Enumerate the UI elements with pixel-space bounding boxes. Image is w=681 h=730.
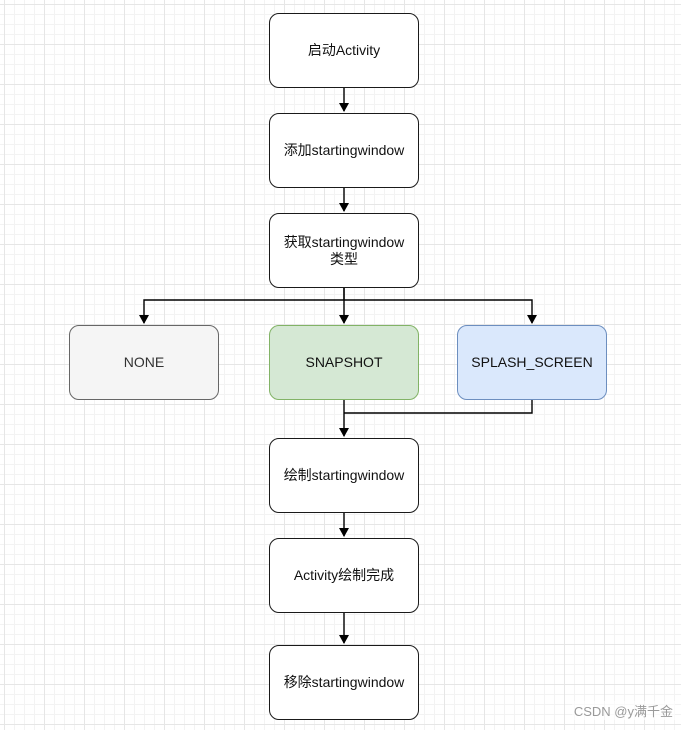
node-none: NONE [69,325,219,400]
node-remove-startingwindow: 移除startingwindow [269,645,419,720]
node-none-label: NONE [123,354,165,370]
node-activity-drawn: Activity绘制完成 [269,538,419,613]
node-remove-startingwindow-label: 移除startingwindow [283,674,405,690]
node-start-activity: 启动Activity [269,13,419,88]
node-snapshot: SNAPSHOT [269,325,419,400]
edge-gettype-to-splash [344,299,537,324]
node-start-activity-label: 启动Activity [307,42,381,58]
node-draw-startingwindow-label: 绘制startingwindow [283,467,405,483]
node-add-startingwindow: 添加startingwindow [269,113,419,188]
edge-gettype-to-none [139,288,345,324]
node-snapshot-label: SNAPSHOT [305,354,383,370]
node-get-type-label-line1: 获取startingwindow [283,233,405,250]
node-splash-screen: SPLASH_SCREEN [457,325,607,400]
node-draw-startingwindow: 绘制startingwindow [269,438,419,513]
node-add-startingwindow-label: 添加startingwindow [283,142,405,158]
node-get-startingwindow-type: 获取startingwindow 类型 [269,213,419,288]
edge-splash-to-draw [344,400,533,414]
node-splash-screen-label: SPLASH_SCREEN [471,354,593,370]
csdn-watermark: CSDN @y满千金 [571,701,675,720]
node-activity-drawn-label: Activity绘制完成 [293,567,395,583]
node-get-type-label-line2: 类型 [330,250,358,267]
